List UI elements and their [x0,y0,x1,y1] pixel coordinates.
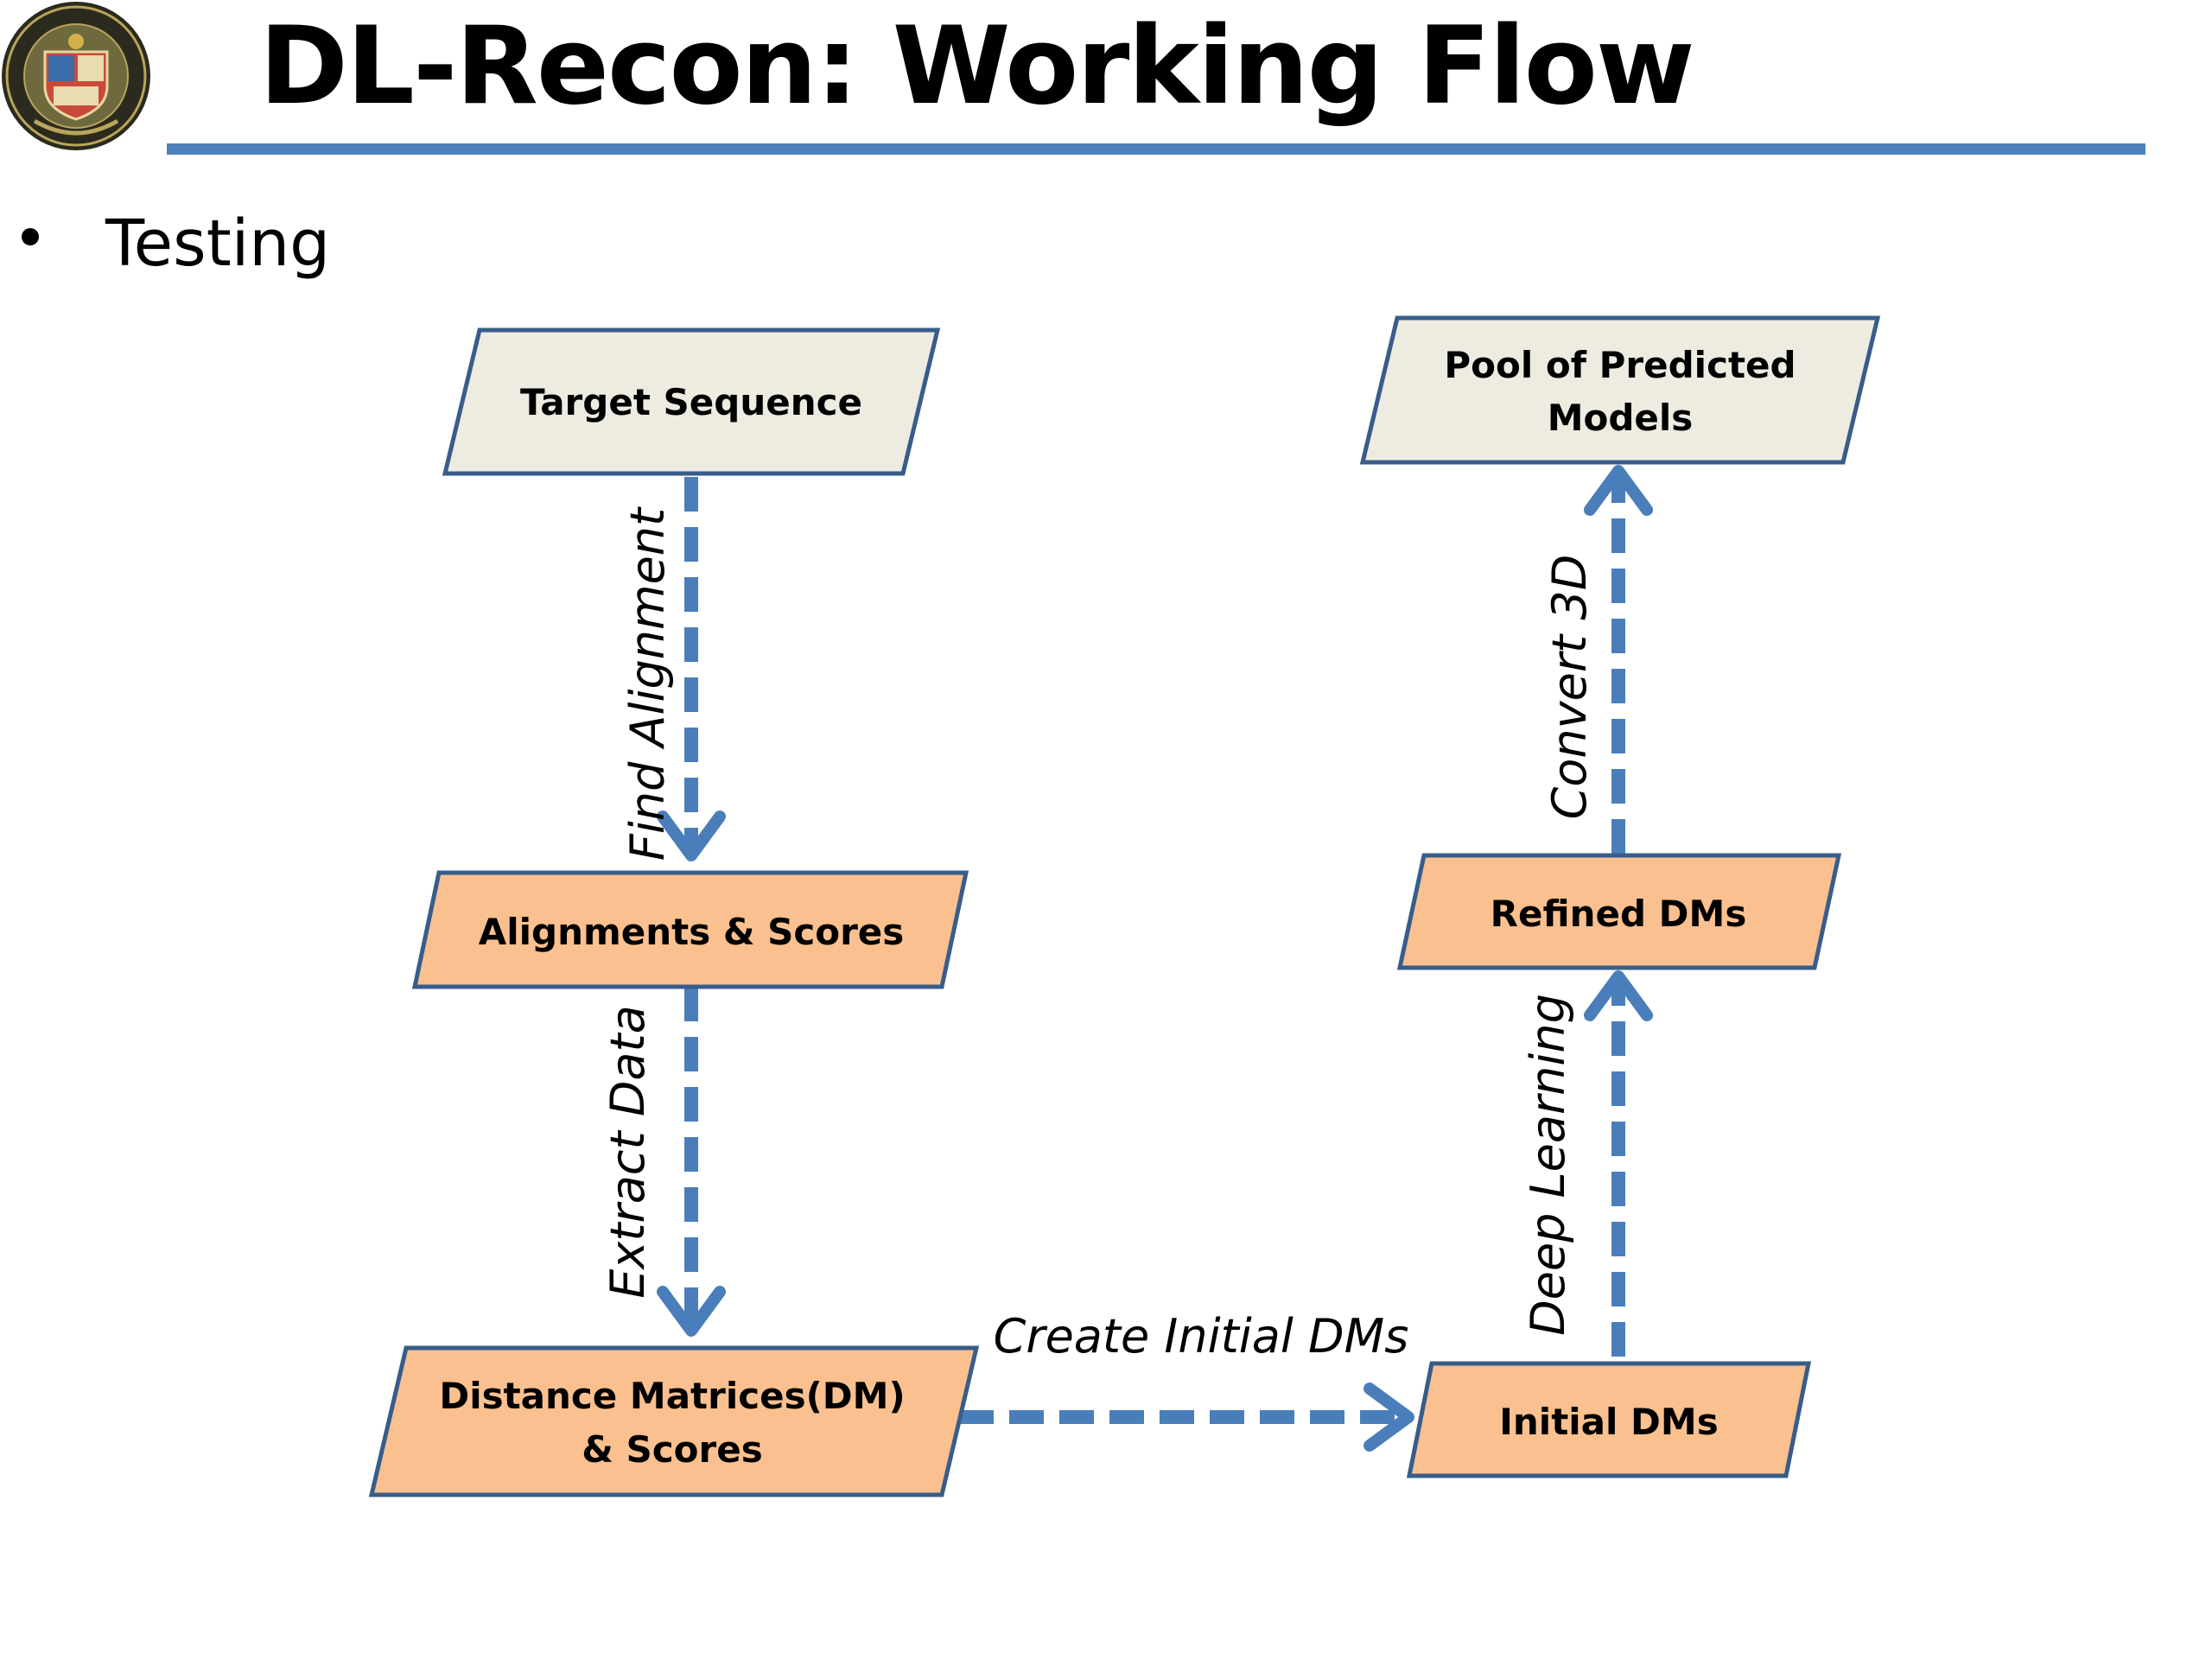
title-underline [167,143,2145,155]
node-label-refined-dms: Refined DMs [1491,893,1747,935]
university-seal-logo [2,2,150,150]
slide-title: DL-Recon: Working Flow [259,4,1695,129]
node-label-alignments-scores: Alignments & Scores [479,911,905,953]
node-pool-predicted-models: Pool of Predicted Models [1359,315,1881,465]
node-label-pool-line2: Models [1548,397,1694,439]
edge-label-extract-data: Extract Data [601,1005,655,1299]
edge-label-create-initial-dms: Create Initial DMs [994,1309,1409,1363]
node-refined-dms: Refined DMs [1396,853,1842,970]
bullet-marker [22,228,39,245]
edge-label-convert-3d: Convert 3D [1542,555,1597,820]
node-label-distance-matrices-line1: Distance Matrices(DM) [439,1375,905,1417]
edge-extract-data: Extract Data [601,987,726,1337]
edge-label-find-alignment: Find Alignment [620,506,675,861]
node-initial-dms: Initial DMs [1406,1361,1812,1478]
edge-deep-learning: Deep Learning [1521,970,1653,1357]
node-label-pool-line1: Pool of Predicted [1444,344,1796,386]
edge-find-alignment: Find Alignment [620,477,726,861]
edge-label-deep-learning: Deep Learning [1521,994,1575,1336]
node-distance-matrices: Distance Matrices(DM) & Scores [368,1345,980,1497]
node-label-initial-dms: Initial DMs [1499,1401,1718,1443]
edge-convert-3d: Convert 3D [1542,465,1653,854]
bullet-testing: Testing [105,207,331,281]
node-label-distance-matrices-line2: & Scores [582,1428,762,1471]
node-target-sequence: Target Sequence [442,327,941,476]
node-label-target-sequence: Target Sequence [520,381,862,423]
node-alignments-scores: Alignments & Scores [411,870,969,989]
edge-create-initial-dms: Create Initial DMs [959,1309,1414,1452]
